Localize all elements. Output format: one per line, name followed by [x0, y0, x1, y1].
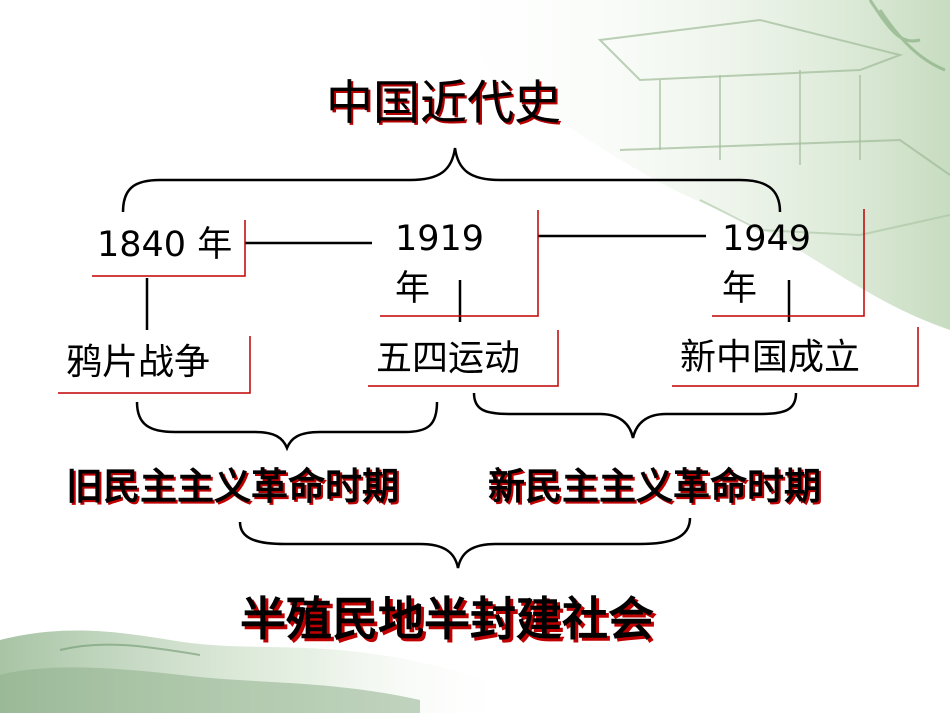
- year-1949-number: 1949: [722, 219, 812, 259]
- event-may-fourth: 五四运动: [376, 338, 521, 379]
- year-1949-unit: 年: [722, 269, 758, 309]
- event-opium-war: 鸦片战争: [66, 342, 211, 383]
- event-new-china: 新中国成立: [680, 337, 861, 378]
- period-new-democratic: 新民主主义革命时期: [488, 465, 821, 508]
- year-1840: 1840 年: [97, 225, 233, 265]
- year-1919-unit: 年: [395, 269, 431, 309]
- pavilion-scene-decoration: [420, 0, 950, 330]
- period-old-democratic: 旧民主主义革命时期: [66, 465, 399, 508]
- diagram-title: 中国近代史: [326, 76, 561, 131]
- year-1919-number: 1919: [395, 219, 485, 259]
- society-label: 半殖民地半封建社会: [240, 592, 654, 646]
- mountain-decoration: [0, 630, 520, 713]
